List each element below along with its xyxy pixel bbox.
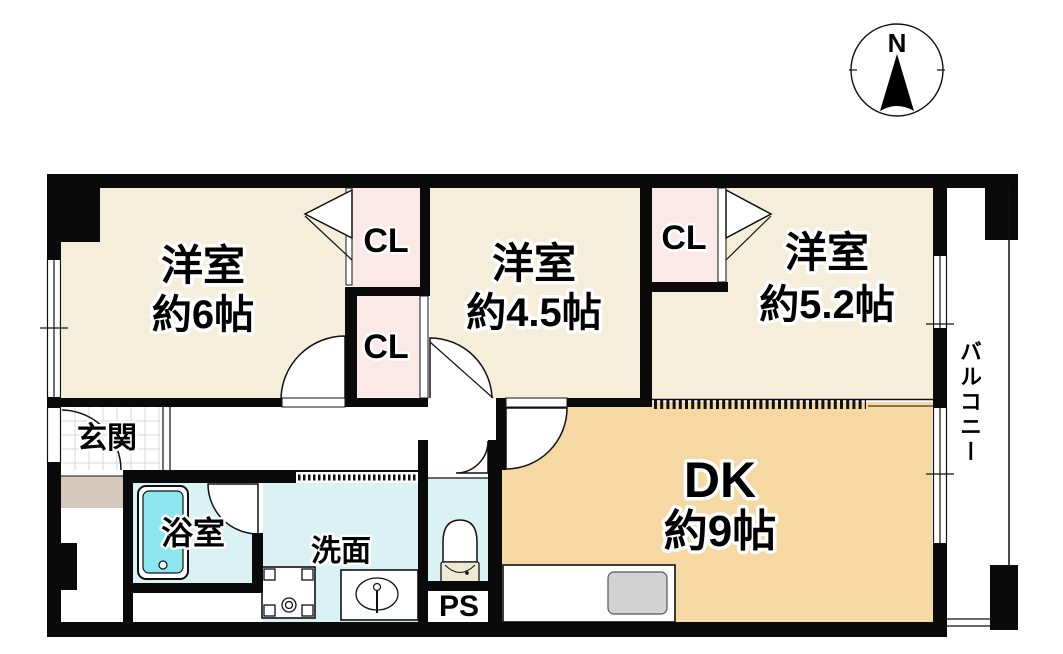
entrance-doorway [46,408,62,462]
window-west-room6 [40,260,68,397]
folding-door-closet-a [303,188,353,240]
closet-c-floor [652,188,718,282]
closet-b-floor [357,296,420,397]
label-dk-size: 約9帖 [664,507,776,556]
label-bathroom: 浴室 [161,515,225,551]
compass: N [849,23,945,117]
vanity-sink [340,569,419,621]
windows [40,256,954,543]
label-washroom: 洗面 [311,535,371,568]
label-closet-a: CL [363,222,408,260]
closet-a-floor [352,188,420,287]
kitchen-stove [607,571,668,615]
bathtub [137,485,189,580]
balcony-rail [947,188,1010,627]
door-swing-entrance [60,409,122,471]
door-opening-western45 [429,398,496,407]
door-swing-toilet [455,440,489,474]
folding-door-closet-c [725,188,773,240]
compass-north-label: N [888,28,907,58]
label-western6-name: 洋室 [161,242,245,289]
closet-b-door-open-leaf [429,341,494,399]
door-leaf-western6 [281,397,346,408]
label-western45-size: 約4.5帖 [466,291,602,335]
label-closet-c: CL [661,219,706,257]
door-swing-dk [505,407,568,470]
closet-b-door [419,295,429,399]
label-closet-b: CL [363,328,408,366]
sliding-door-dk [652,398,933,409]
kitchen-counter [502,564,676,623]
label-dk-name: DK [684,452,756,508]
closet-floors [352,188,718,397]
entrance-step [61,476,123,508]
washer-pan [261,566,316,619]
label-western52-name: 洋室 [785,229,869,276]
toilet [440,519,480,583]
label-western6-size: 約6帖 [152,293,254,337]
window-dk [926,408,954,543]
door-leaf-dk [505,397,568,408]
entrance-hall-divider [162,407,171,470]
sliding-door-washroom [296,471,418,483]
door-swing-western6 [280,335,346,401]
label-pipe-space: PS [439,590,479,623]
label-western52-size: 約5.2帖 [759,283,895,327]
room-labels: 洋室 約6帖 洋室 約4.5帖 洋室 約5.2帖 DK 約9帖 CL CL CL… [75,217,899,626]
closet-c-door [717,187,727,283]
bathtub-water [142,490,184,574]
label-entrance: 玄関 [77,421,137,455]
label-western45-name: 洋室 [492,240,576,287]
label-balcony: バルコニー [957,340,982,465]
window-west-room52 [926,256,954,328]
folding-doors [303,188,773,261]
compass-needle [880,54,914,111]
